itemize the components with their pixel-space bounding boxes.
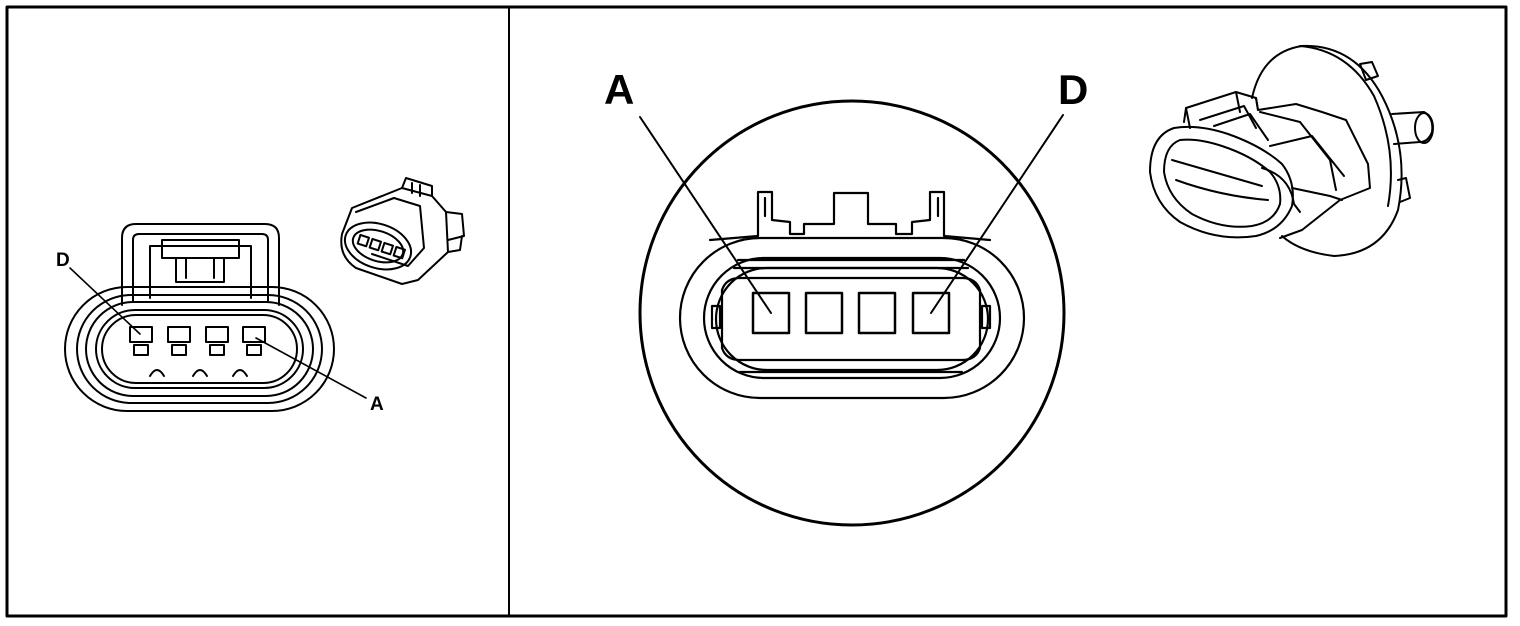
leader-line-d (69, 267, 141, 335)
left-panel: D A (56, 177, 465, 415)
leader-line-magnified-a (639, 116, 772, 314)
pin-cavity-a (242, 326, 266, 356)
connector-large-isometric-view (1149, 44, 1434, 257)
pin-cavities-magnified (751, 291, 951, 335)
right-panel: A D (604, 44, 1434, 527)
connector-small-isometric-view (340, 177, 465, 285)
label-pin-a-left: A (370, 394, 384, 415)
pin-cavity-b (205, 326, 229, 356)
magnified-detail-circle (638, 99, 1066, 527)
pin-cavity-c (167, 326, 191, 356)
connector-face-front-view (64, 223, 335, 412)
connector-face-magnified (678, 190, 1026, 400)
pin-cavity-magnified-a (751, 291, 791, 335)
outer-frame (5, 5, 1508, 618)
label-pin-d-right: D (1058, 66, 1088, 113)
pin-cavity-magnified-b (804, 291, 844, 335)
pin-cavity-magnified-c (857, 291, 897, 335)
leader-line-magnified-d (930, 114, 1064, 314)
leader-line-a (255, 337, 367, 399)
pin-cavity-magnified-d (911, 291, 951, 335)
label-pin-d-left: D (56, 250, 70, 271)
label-pin-a-right: A (604, 66, 634, 113)
pin-cavities-front-view (129, 326, 266, 356)
pin-cavity-d (129, 326, 153, 356)
